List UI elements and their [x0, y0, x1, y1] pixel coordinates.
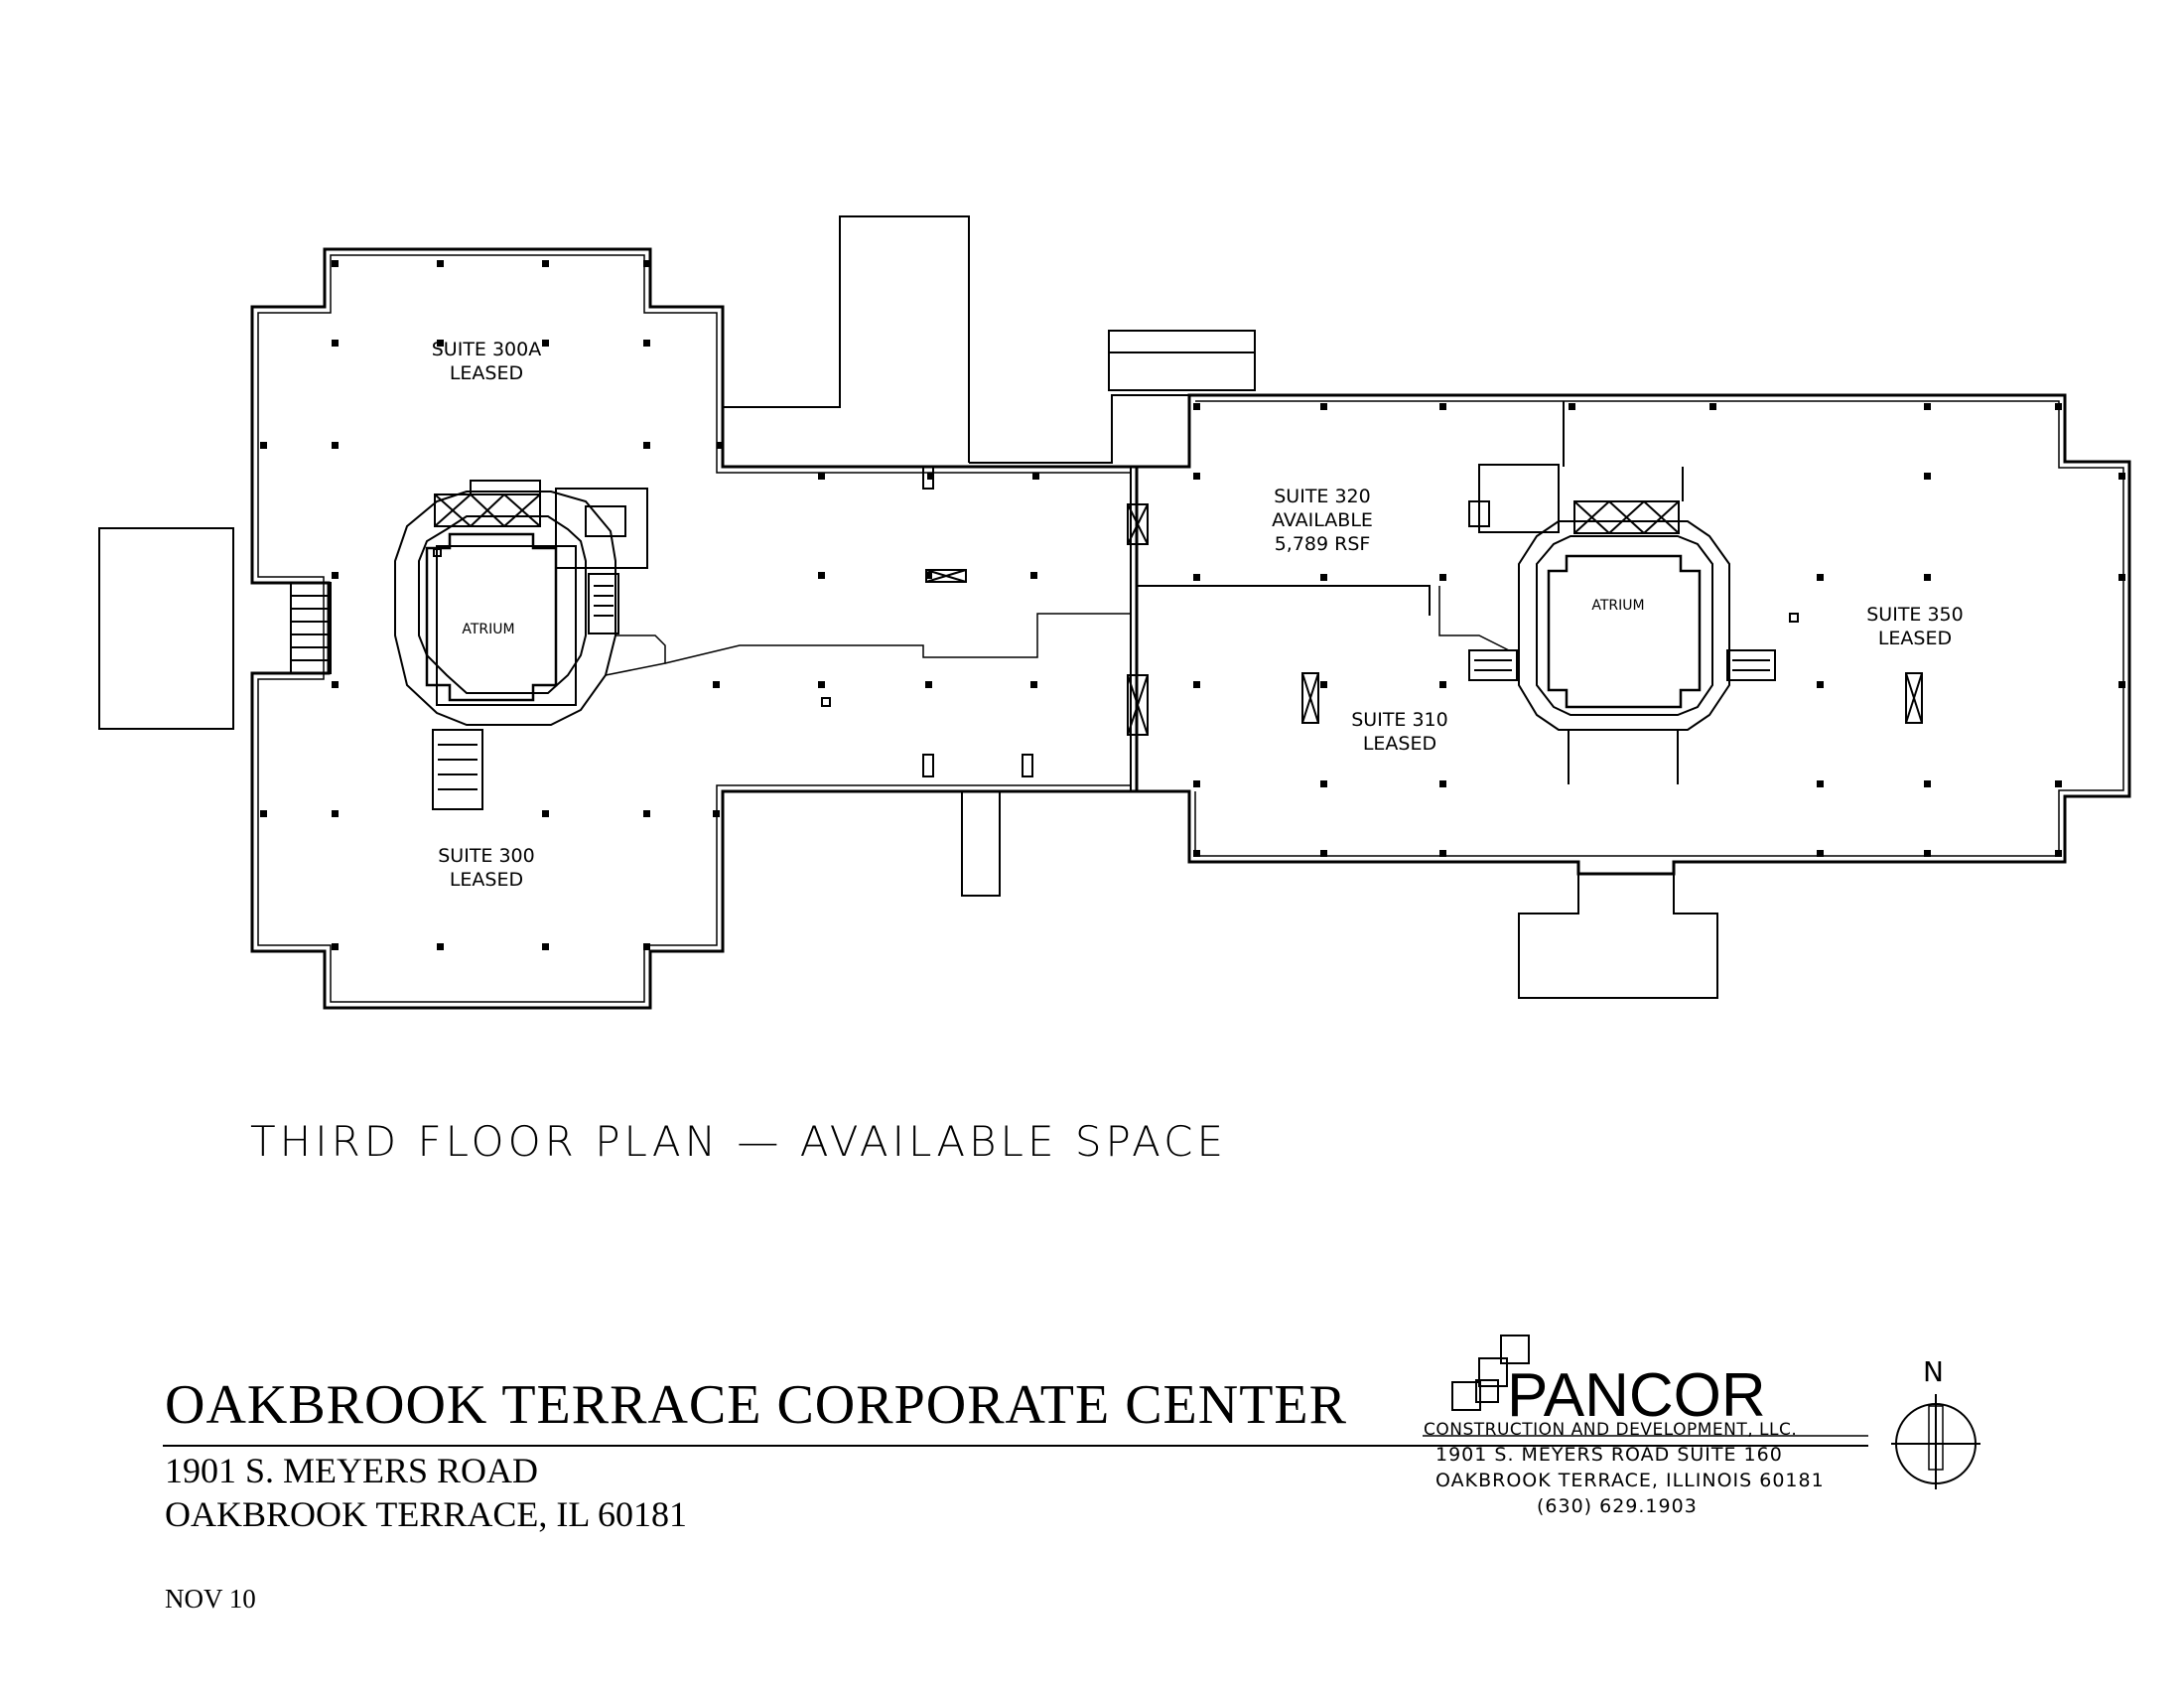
company-phone: (630) 629.1903: [1537, 1495, 1698, 1517]
project-address-line2: OAKBROOK TERRACE, IL 60181: [165, 1494, 688, 1534]
project-name: OAKBROOK TERRACE CORPORATE CENTER: [165, 1374, 1347, 1436]
east-entrance: [1518, 874, 1718, 999]
title-divider: [163, 1445, 1868, 1447]
suite-310-name: SUITE 310: [1351, 709, 1448, 731]
east-wing-outline: [1135, 393, 2131, 876]
suite-300a-status: LEASED: [450, 362, 523, 384]
stacked-squares-logo: [1451, 1335, 1530, 1411]
east-atrium-label: ATRIUM: [1591, 598, 1644, 614]
suite-300-name: SUITE 300: [438, 845, 535, 867]
south-stub: [961, 790, 1001, 897]
west-entrance: [98, 527, 234, 730]
suite-300a-name: SUITE 300A: [432, 339, 541, 360]
suite-320-name: SUITE 320: [1274, 486, 1371, 507]
suite-320-status: AVAILABLE: [1272, 509, 1373, 531]
north-arrow-icon: [1891, 1394, 1980, 1489]
suite-350-status: LEASED: [1878, 628, 1952, 649]
suite-310-status: LEASED: [1363, 733, 1436, 755]
company-subtitle: CONSTRUCTION AND DEVELOPMENT, LLC.: [1424, 1420, 1798, 1440]
north-label: N: [1923, 1355, 1944, 1388]
plan-date: NOV 10: [165, 1584, 256, 1614]
structural-columns: [260, 260, 2125, 950]
plan-title: THIRD FLOOR PLAN — AVAILABLE SPACE: [250, 1117, 1227, 1166]
suite-320-area: 5,789 RSF: [1275, 533, 1371, 555]
company-address-line2: OAKBROOK TERRACE, ILLINOIS 60181: [1435, 1470, 1825, 1491]
east-core: [1438, 464, 1776, 784]
company-name: PANCOR: [1507, 1361, 1766, 1430]
company-address-line1: 1901 S. MEYERS ROAD SUITE 160: [1435, 1444, 1783, 1466]
west-core: [394, 480, 666, 810]
suite-300-status: LEASED: [450, 869, 523, 891]
project-address-line1: 1901 S. MEYERS ROAD: [165, 1451, 539, 1490]
west-atrium-label: ATRIUM: [462, 622, 514, 637]
suite-350-name: SUITE 350: [1866, 604, 1964, 626]
north-annex: [722, 215, 970, 467]
west-wing-outline: [250, 247, 1139, 1010]
